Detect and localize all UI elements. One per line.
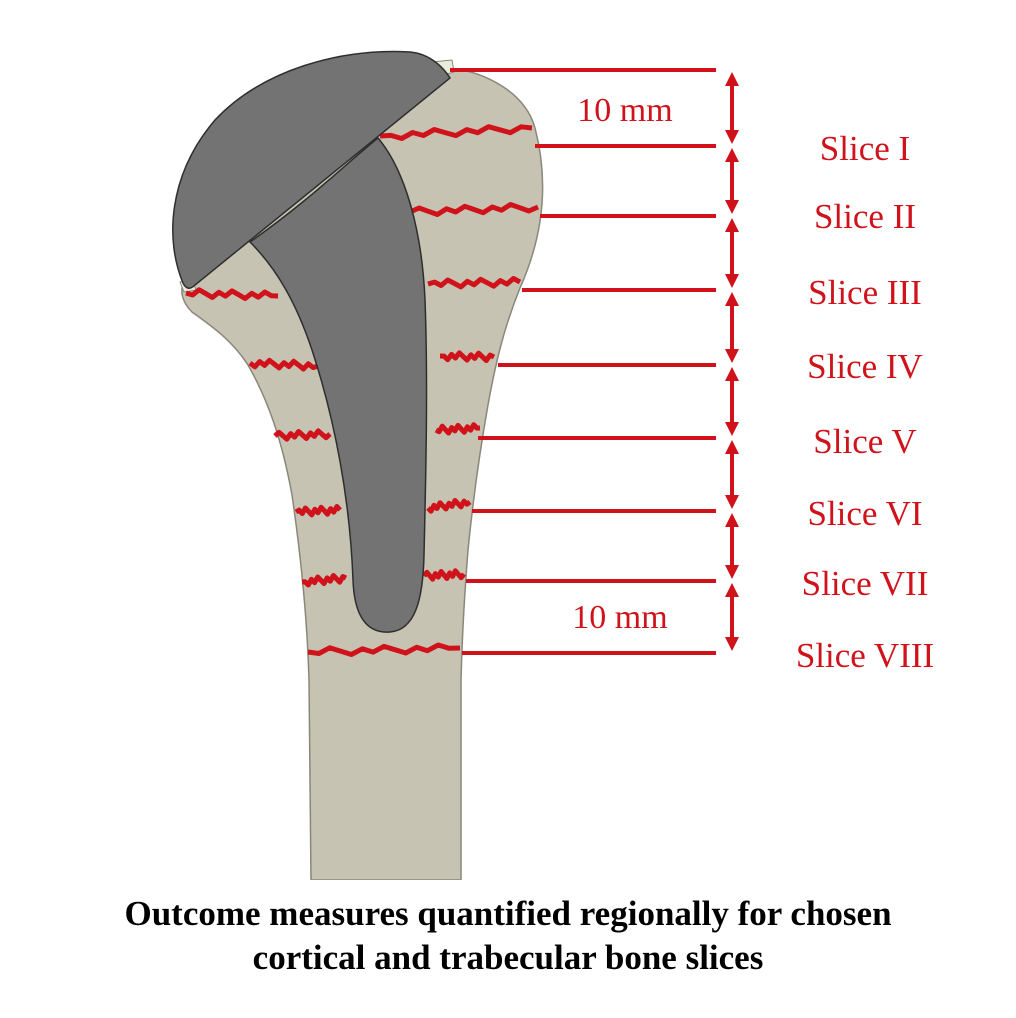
- slice-label: Slice IV: [807, 347, 923, 386]
- arrowhead-up: [725, 583, 739, 597]
- slice-boundary-line: [273, 428, 332, 442]
- arrowhead-up: [725, 72, 739, 86]
- slice-label: Slice VI: [807, 494, 922, 533]
- slice-boundary-line: [439, 350, 496, 363]
- implant-stem: [248, 136, 428, 633]
- slice-boundary-line: [408, 202, 540, 217]
- slice-boundary-line: [185, 287, 279, 301]
- slice-labels: Slice I Slice II Slice III Slice IV Slic…: [796, 129, 934, 675]
- humerus-implant-diagram: 10 mm 10 mm Slice I Slice II Slice III S…: [172, 50, 934, 880]
- slice-boundary-line: [426, 498, 472, 514]
- arrowhead-down: [725, 565, 739, 579]
- slice-label: Slice III: [808, 273, 922, 312]
- slice-boundary-line: [427, 276, 522, 290]
- arrowhead-down: [725, 274, 739, 288]
- slice-label: Slice V: [813, 422, 916, 461]
- arrowhead-down: [725, 130, 739, 144]
- slice-boundaries: [185, 124, 540, 657]
- measurement-lines: [450, 68, 716, 655]
- dimension-arrows: [725, 72, 739, 651]
- caption-line-2: cortical and trabecular bone slices: [252, 938, 764, 977]
- slice-boundary-line: [422, 568, 466, 582]
- implant-head: [172, 50, 451, 289]
- slice-label: Slice I: [820, 129, 910, 168]
- slice-boundary-line: [301, 573, 348, 588]
- slice-label: Slice II: [814, 197, 916, 236]
- caption-line-1: Outcome measures quantified regionally f…: [124, 894, 892, 933]
- arrowhead-down: [725, 495, 739, 509]
- slice-label: Slice VIII: [796, 636, 934, 675]
- arrowhead-up: [725, 513, 739, 527]
- arrowhead-down: [725, 200, 739, 214]
- slice-boundary-line: [294, 504, 342, 518]
- arrowhead-up: [725, 367, 739, 381]
- slice-boundary-line: [434, 422, 481, 436]
- arrowhead-up: [725, 148, 739, 162]
- dimension-label-top: 10 mm: [577, 92, 672, 129]
- slice-label: Slice VII: [802, 564, 929, 603]
- slice-boundary-line: [379, 124, 533, 141]
- dimension-label-bottom: 10 mm: [572, 599, 667, 636]
- slice-boundary-line: [307, 642, 461, 657]
- arrowhead-down: [725, 422, 739, 436]
- arrowhead-down: [725, 637, 739, 651]
- slice-boundary-line: [248, 357, 319, 372]
- arrowhead-up: [725, 292, 739, 306]
- figure-caption: Outcome measures quantified regionally f…: [0, 892, 1016, 980]
- arrowhead-up: [725, 218, 739, 232]
- arrowhead-down: [725, 349, 739, 363]
- arrowhead-up: [725, 440, 739, 454]
